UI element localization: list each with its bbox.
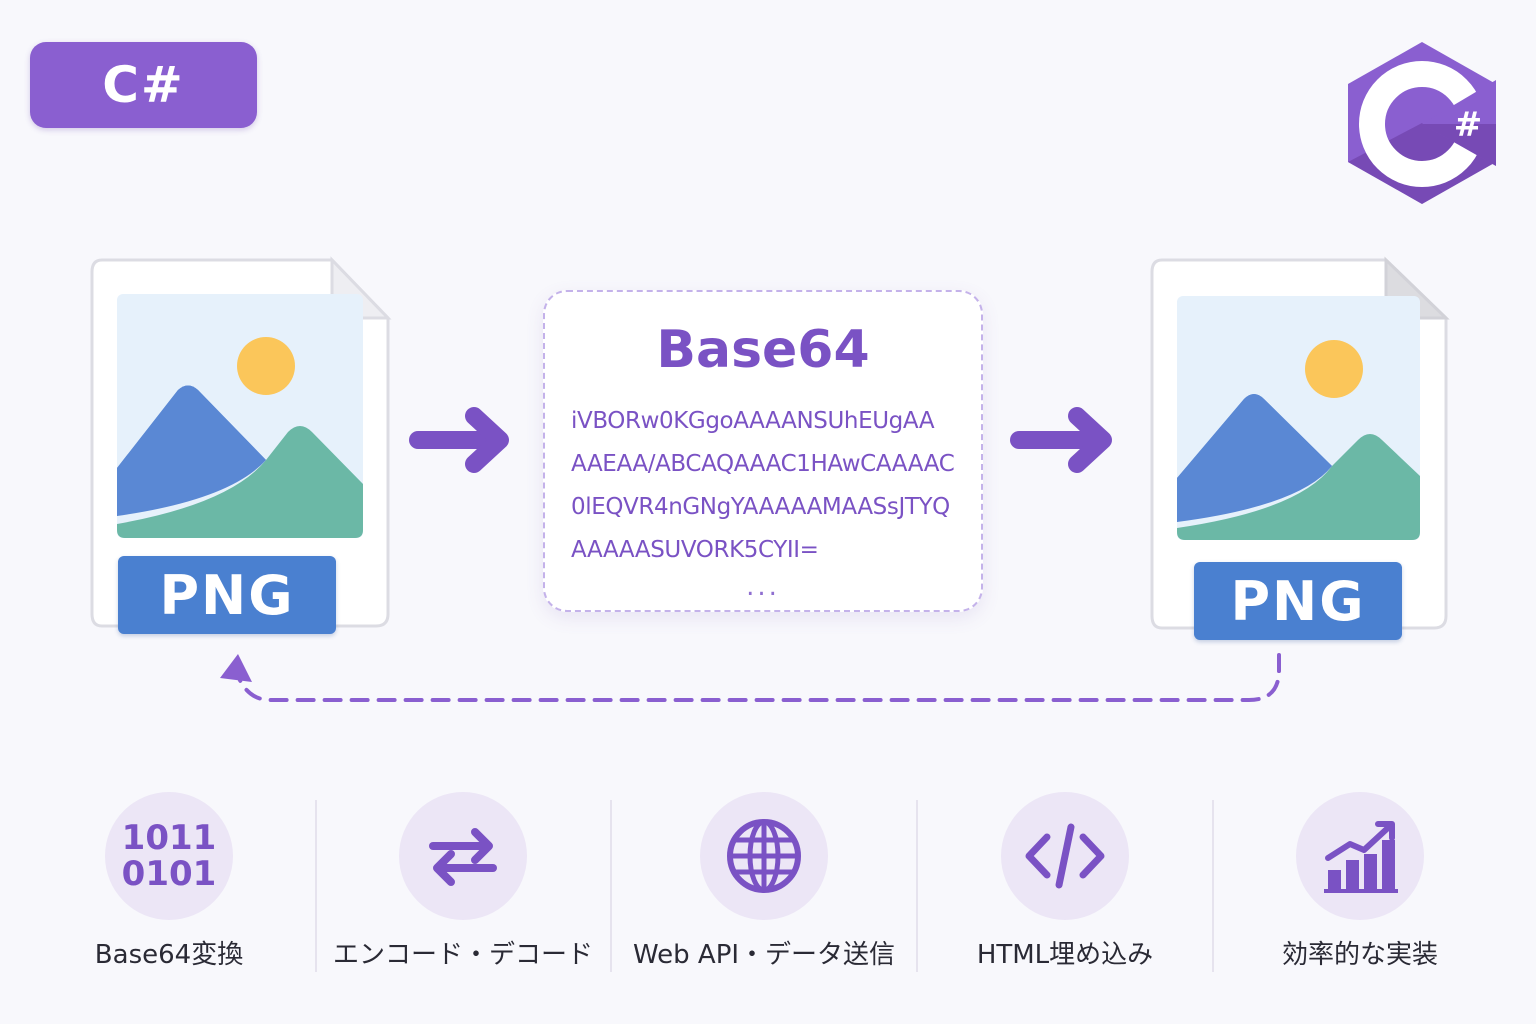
feature-label: HTML埋め込み	[976, 940, 1154, 970]
language-badge-label: C#	[102, 56, 185, 114]
feature-divider	[1212, 800, 1214, 972]
feature-label: エンコード・デコード	[332, 940, 593, 970]
swap-arrows-icon	[399, 792, 527, 920]
base64-line: iVBORw0KGgoAAAANSUhEUgAA	[571, 408, 935, 434]
base64-ellipsis: ...	[746, 572, 780, 602]
png-label: PNG	[1194, 562, 1402, 640]
feature-label: 効率的な実装	[1281, 940, 1438, 970]
feature-divider	[610, 800, 612, 972]
feature-divider	[916, 800, 918, 972]
file-sheet	[90, 256, 392, 628]
base64-line: 0lEQVR4nGNgYAAAAAMAASsJTYQ	[571, 494, 950, 520]
language-badge: C#	[30, 42, 257, 128]
image-landscape-icon	[117, 294, 363, 538]
binary-1011-0101-icon: 1011 0101	[105, 792, 233, 920]
feature-label: Base64変換	[94, 940, 244, 970]
base64-lines: iVBORw0KGgoAAAANSUhEUgAA AAEAA/ABCAQAAAC…	[571, 400, 955, 572]
feature-label: Web API・データ送信	[632, 940, 896, 970]
return-dashed-arrow-icon	[220, 653, 1281, 702]
bar-chart-growth-icon	[1296, 792, 1424, 920]
binary-bottom: 0101	[121, 854, 217, 894]
csharp-hexagon-logo-icon: #	[1348, 42, 1496, 204]
logo-symbol: #	[1454, 105, 1483, 145]
base64-text-box: Base64 iVBORw0KGgoAAAANSUhEUgAA AAEAA/AB…	[543, 290, 983, 612]
output-png-file: PNG	[1150, 256, 1450, 646]
base64-title: Base64	[656, 320, 870, 380]
binary-top: 1011	[121, 818, 217, 858]
globe-icon	[700, 792, 828, 920]
decode-arrow-icon	[1010, 407, 1112, 473]
base64-line: AAEAA/ABCAQAAAC1HAwCAAAAC	[571, 451, 955, 477]
png-label: PNG	[118, 556, 336, 634]
source-png-file: PNG	[90, 256, 392, 636]
encode-arrow-icon	[409, 407, 509, 473]
base64-line: AAAAASUVORK5CYII=	[571, 537, 819, 563]
feature-divider	[315, 800, 317, 972]
image-landscape-icon	[1177, 296, 1420, 540]
file-sheet	[1150, 256, 1450, 630]
code-brackets-icon	[1001, 792, 1129, 920]
